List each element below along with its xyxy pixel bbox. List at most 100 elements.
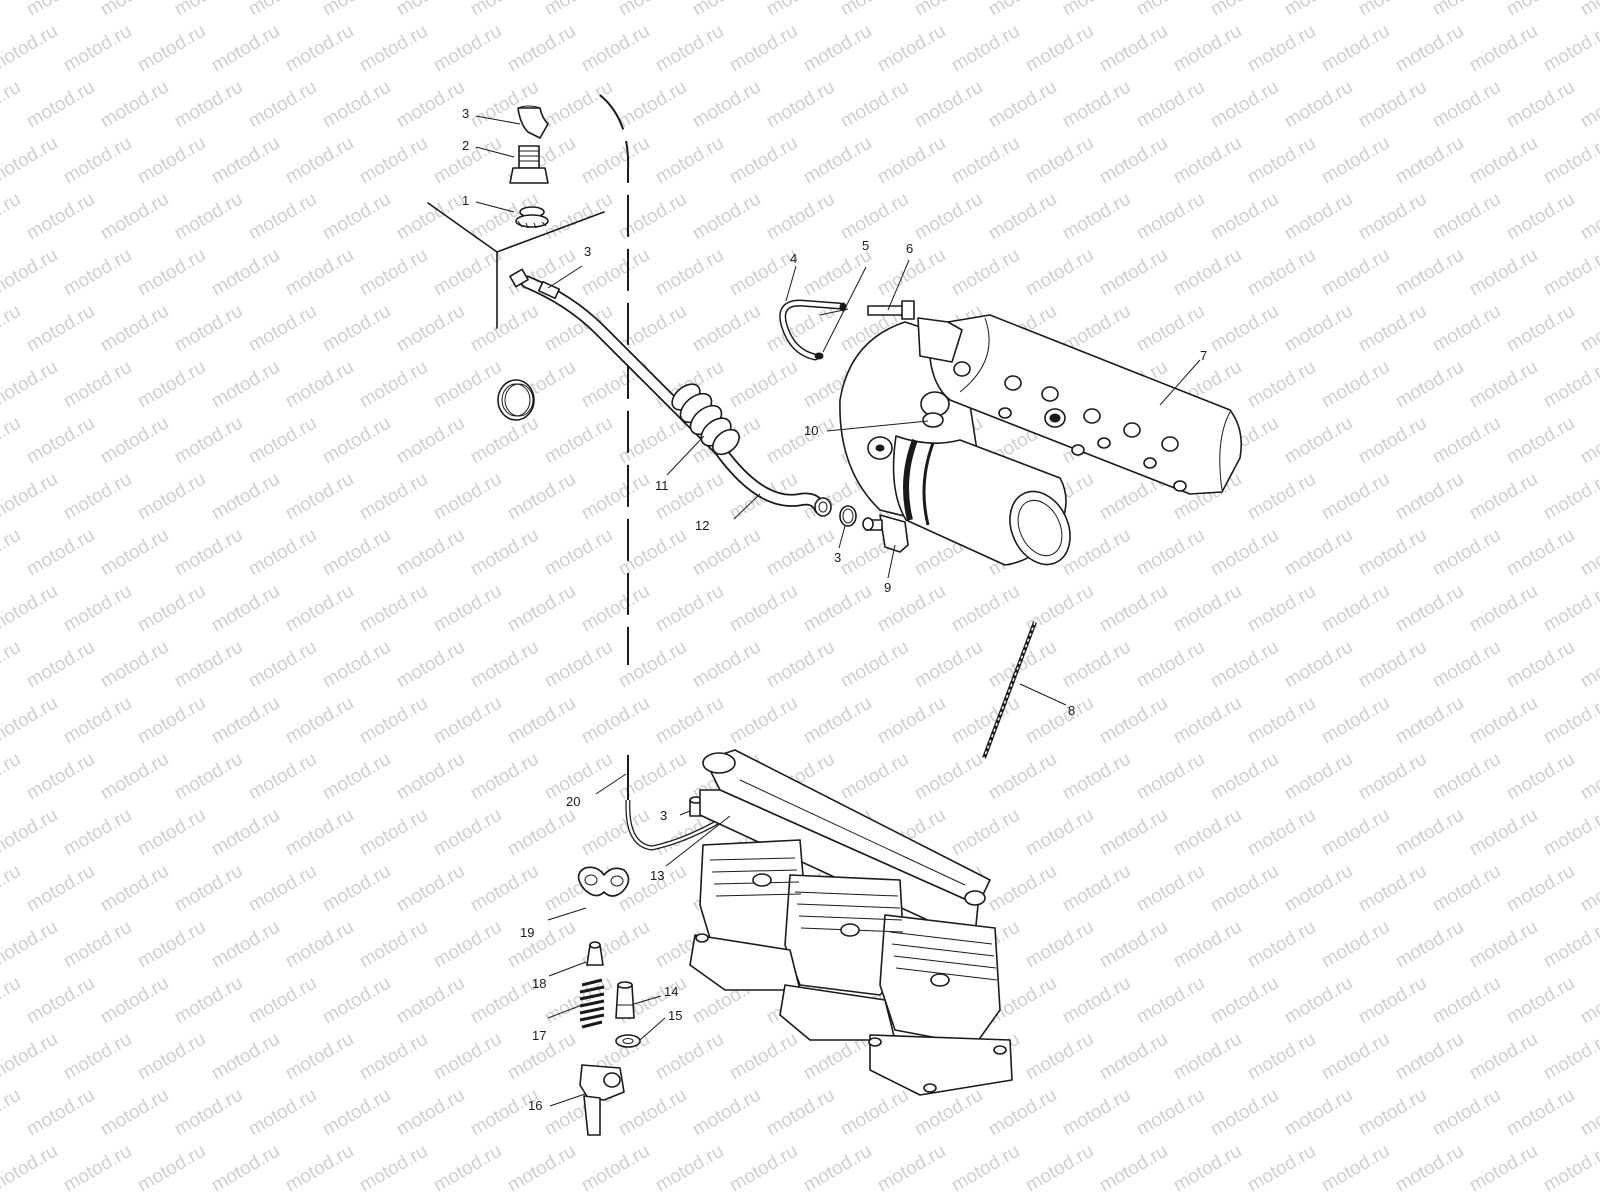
watermark-text: motod.ru bbox=[1577, 413, 1600, 469]
watermark-text: motod.ru bbox=[615, 1197, 690, 1200]
watermark-text: motod.ru bbox=[652, 1141, 727, 1197]
watermark-text: motod.ru bbox=[1540, 245, 1600, 301]
watermark-text: motod.ru bbox=[171, 1085, 246, 1141]
watermark-text: motod.ru bbox=[319, 413, 394, 469]
watermark-text: motod.ru bbox=[393, 749, 468, 805]
callout-19: 19 bbox=[520, 925, 534, 940]
watermark-text: motod.ru bbox=[0, 133, 61, 189]
watermark-text: motod.ru bbox=[763, 637, 838, 693]
callout-6: 6 bbox=[906, 241, 913, 256]
watermark-text: motod.ru bbox=[1059, 637, 1134, 693]
callout-1: 1 bbox=[462, 193, 469, 208]
callout-3-engine: 3 bbox=[660, 808, 667, 823]
watermark-text: motod.ru bbox=[1059, 749, 1134, 805]
watermark-text: motod.ru bbox=[1133, 1197, 1208, 1200]
watermark-text: motod.ru bbox=[393, 1197, 468, 1200]
watermark-text: motod.ru bbox=[1318, 469, 1393, 525]
watermark-text: motod.ru bbox=[134, 1141, 209, 1197]
watermark-text: motod.ru bbox=[60, 581, 135, 637]
watermark-text: motod.ru bbox=[615, 0, 690, 20]
watermark-text: motod.ru bbox=[60, 693, 135, 749]
watermark-text: motod.ru bbox=[171, 637, 246, 693]
callout-3-outlet: 3 bbox=[834, 550, 841, 565]
watermark-text: motod.ru bbox=[134, 133, 209, 189]
watermark-text: motod.ru bbox=[1244, 1029, 1319, 1085]
watermark-text: motod.ru bbox=[1318, 357, 1393, 413]
watermark-text: motod.ru bbox=[23, 77, 98, 133]
watermark-text: motod.ru bbox=[1466, 469, 1541, 525]
watermark-text: motod.ru bbox=[504, 469, 579, 525]
watermark-text: motod.ru bbox=[1318, 1029, 1393, 1085]
watermark-text: motod.ru bbox=[1207, 189, 1282, 245]
watermark-text: motod.ru bbox=[1466, 917, 1541, 973]
watermark-text: motod.ru bbox=[689, 637, 764, 693]
watermark-text: motod.ru bbox=[1059, 189, 1134, 245]
watermark-text: motod.ru bbox=[800, 693, 875, 749]
watermark-text: motod.ru bbox=[652, 693, 727, 749]
watermark-text: motod.ru bbox=[430, 1141, 505, 1197]
watermark-text: motod.ru bbox=[60, 469, 135, 525]
watermark-text: motod.ru bbox=[282, 581, 357, 637]
callout-3-top: 3 bbox=[462, 106, 469, 121]
watermark-text: motod.ru bbox=[1355, 637, 1430, 693]
watermark-text: motod.ru bbox=[467, 0, 542, 20]
watermark-text: motod.ru bbox=[1133, 861, 1208, 917]
watermark-text: motod.ru bbox=[282, 805, 357, 861]
watermark-text: motod.ru bbox=[0, 1029, 61, 1085]
watermark-text: motod.ru bbox=[1503, 413, 1578, 469]
watermark-text: motod.ru bbox=[97, 301, 172, 357]
watermark-text: motod.ru bbox=[282, 245, 357, 301]
watermark-text: motod.ru bbox=[97, 973, 172, 1029]
watermark-text: motod.ru bbox=[1170, 1029, 1245, 1085]
watermark-text: motod.ru bbox=[1577, 1197, 1600, 1200]
dipstick bbox=[982, 621, 1037, 759]
watermark-text: motod.ru bbox=[578, 581, 653, 637]
watermark-text: motod.ru bbox=[541, 413, 616, 469]
watermark-text: motod.ru bbox=[1244, 581, 1319, 637]
watermark-text: motod.ru bbox=[689, 525, 764, 581]
watermark-text: motod.ru bbox=[282, 917, 357, 973]
watermark-text: motod.ru bbox=[0, 245, 61, 301]
watermark-text: motod.ru bbox=[652, 581, 727, 637]
watermark-text: motod.ru bbox=[171, 861, 246, 917]
watermark-text: motod.ru bbox=[1503, 1197, 1578, 1200]
watermark-text: motod.ru bbox=[948, 581, 1023, 637]
watermark-text: motod.ru bbox=[1355, 1085, 1430, 1141]
watermark-text: motod.ru bbox=[726, 581, 801, 637]
watermark-text: motod.ru bbox=[800, 1141, 875, 1197]
watermark-text: motod.ru bbox=[356, 805, 431, 861]
watermark-text: motod.ru bbox=[1318, 693, 1393, 749]
watermark-text: motod.ru bbox=[23, 1197, 98, 1200]
watermark-text: motod.ru bbox=[393, 77, 468, 133]
watermark-text: motod.ru bbox=[1207, 861, 1282, 917]
watermark-text: motod.ru bbox=[245, 301, 320, 357]
watermark-text: motod.ru bbox=[0, 637, 24, 693]
watermark-text: motod.ru bbox=[245, 861, 320, 917]
callout-11: 11 bbox=[655, 478, 669, 493]
watermark-text: motod.ru bbox=[1059, 77, 1134, 133]
watermark-text: motod.ru bbox=[467, 637, 542, 693]
watermark-text: motod.ru bbox=[171, 189, 246, 245]
watermark-text: motod.ru bbox=[282, 133, 357, 189]
watermark-text: motod.ru bbox=[1244, 693, 1319, 749]
watermark-text: motod.ru bbox=[97, 189, 172, 245]
watermark-text: motod.ru bbox=[467, 301, 542, 357]
watermark-text: motod.ru bbox=[985, 861, 1060, 917]
sealing-washer bbox=[615, 1034, 641, 1048]
watermark-text: motod.ru bbox=[319, 525, 394, 581]
watermark-text: motod.ru bbox=[0, 1197, 24, 1200]
watermark-text: motod.ru bbox=[1540, 1141, 1600, 1197]
watermark-text: motod.ru bbox=[837, 189, 912, 245]
watermark-text: motod.ru bbox=[1466, 1141, 1541, 1197]
watermark-text: motod.ru bbox=[319, 77, 394, 133]
watermark-text: motod.ru bbox=[1577, 749, 1600, 805]
watermark-text: motod.ru bbox=[23, 861, 98, 917]
watermark-text: motod.ru bbox=[504, 21, 579, 77]
watermark-text: motod.ru bbox=[1244, 21, 1319, 77]
check-valve-pin bbox=[586, 941, 604, 966]
watermark-text: motod.ru bbox=[1318, 1141, 1393, 1197]
watermark-text: motod.ru bbox=[0, 917, 61, 973]
watermark-text: motod.ru bbox=[541, 0, 616, 20]
watermark-text: motod.ru bbox=[1281, 749, 1356, 805]
watermark-text: motod.ru bbox=[1133, 301, 1208, 357]
